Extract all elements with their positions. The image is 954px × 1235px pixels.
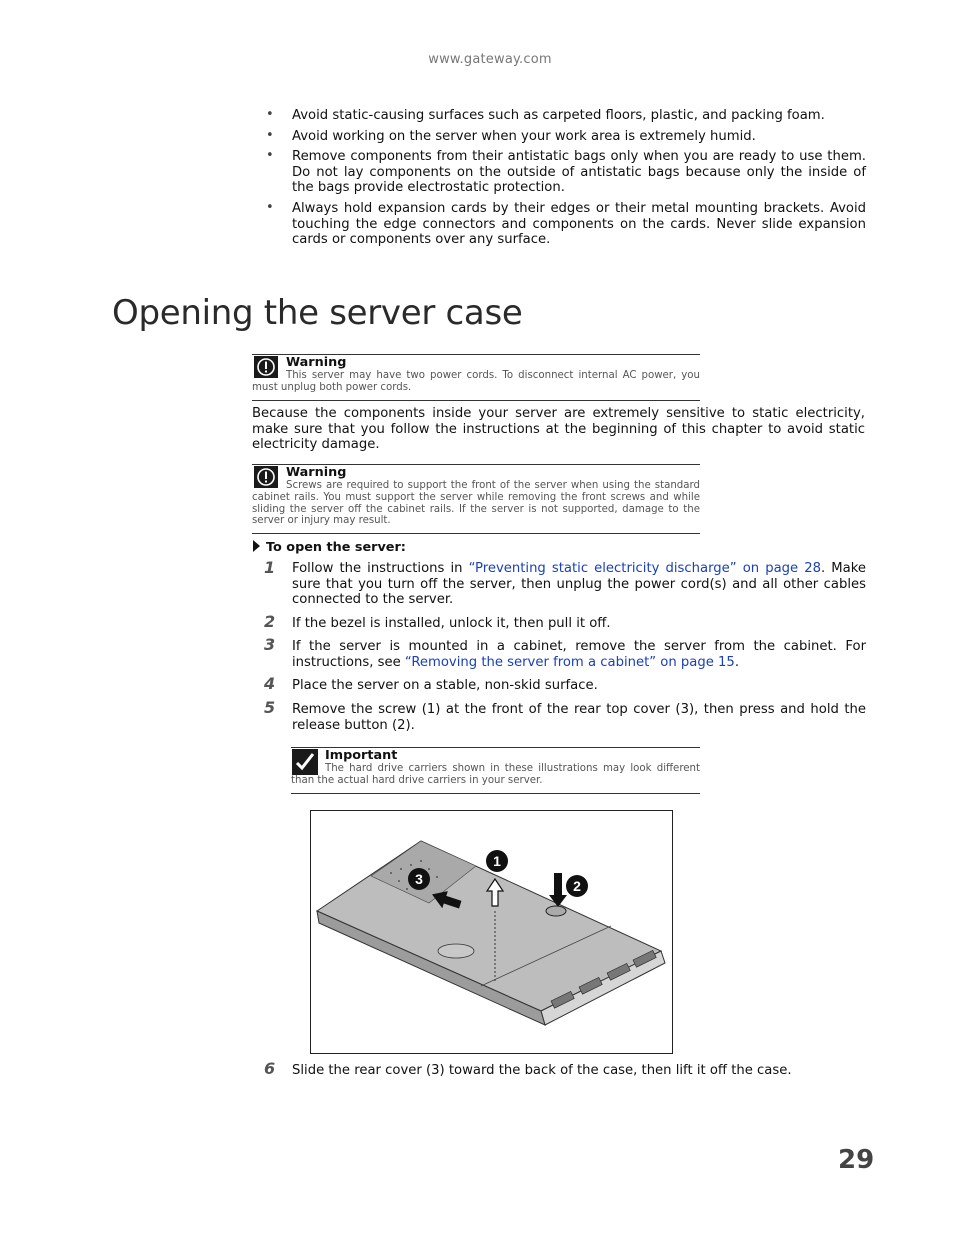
warning-icon [254,466,278,488]
step-text: Slide the rear cover (3) toward the back… [292,1063,792,1078]
callout-title: Important [325,748,398,763]
warning-callout: Warning Screws are required to support t… [252,464,700,534]
step-text: Place the server on a stable, non-skid s… [292,678,598,693]
bullet-icon: • [266,199,274,215]
precaution-list: •Avoid static-causing surfaces such as c… [266,107,866,253]
callout-markers: 1 2 3 [408,850,588,897]
callout-title: Warning [286,465,347,480]
step-text: Follow the instructions in “Preventing s… [292,561,867,608]
cross-reference-link[interactable]: “Removing the server from a cabinet” on … [404,654,735,670]
step-text: If the server is mounted in a cabinet, r… [292,639,866,670]
callout-body: Screws are required to support the front… [252,480,700,527]
callout-body: This server may have two power cords. To… [252,370,700,393]
list-item: •Always hold expansion cards by their ed… [266,199,866,248]
triangle-bullet-icon [253,540,260,552]
important-callout: Important The hard drive carriers shown … [291,747,700,794]
callout-3: 3 [415,871,423,887]
callout-body: The hard drive carriers shown in these i… [291,763,700,786]
step-text: Remove the screw (1) at the front of the… [292,702,866,733]
page-title: Opening the server case [112,293,523,333]
callout-1: 1 [493,853,501,869]
step-number: 6 [264,1059,276,1078]
step-number: 1 [264,558,276,577]
step-number: 3 [264,635,276,654]
server-diagram: 1 2 3 [315,840,666,1026]
bullet-icon: • [266,107,274,122]
list-item: •Avoid static-causing surfaces such as c… [266,107,825,123]
intro-paragraph: Because the components inside your serve… [252,406,865,453]
server-cover-illustration: 1 2 3 [310,810,673,1054]
cross-reference-link[interactable]: “Preventing static electricity discharge… [468,561,821,576]
step-text: If the bezel is installed, unlock it, th… [292,616,611,631]
warning-callout: Warning This server may have two power c… [252,354,700,401]
bullet-icon: • [266,148,274,164]
callout-2: 2 [573,878,581,894]
list-item: •Avoid working on the server when your w… [266,127,756,144]
step-number: 2 [264,612,276,631]
page-number: 29 [838,1145,875,1175]
list-item: •Remove components from their antistatic… [266,148,866,196]
callout-title: Warning [286,355,347,370]
step-number: 4 [264,674,276,693]
procedure-heading: To open the server: [253,540,406,555]
step-number: 5 [264,698,276,717]
warning-icon [254,356,278,378]
checkmark-icon [292,749,318,775]
site-url: www.gateway.com [428,52,552,67]
bullet-icon: • [266,127,274,143]
